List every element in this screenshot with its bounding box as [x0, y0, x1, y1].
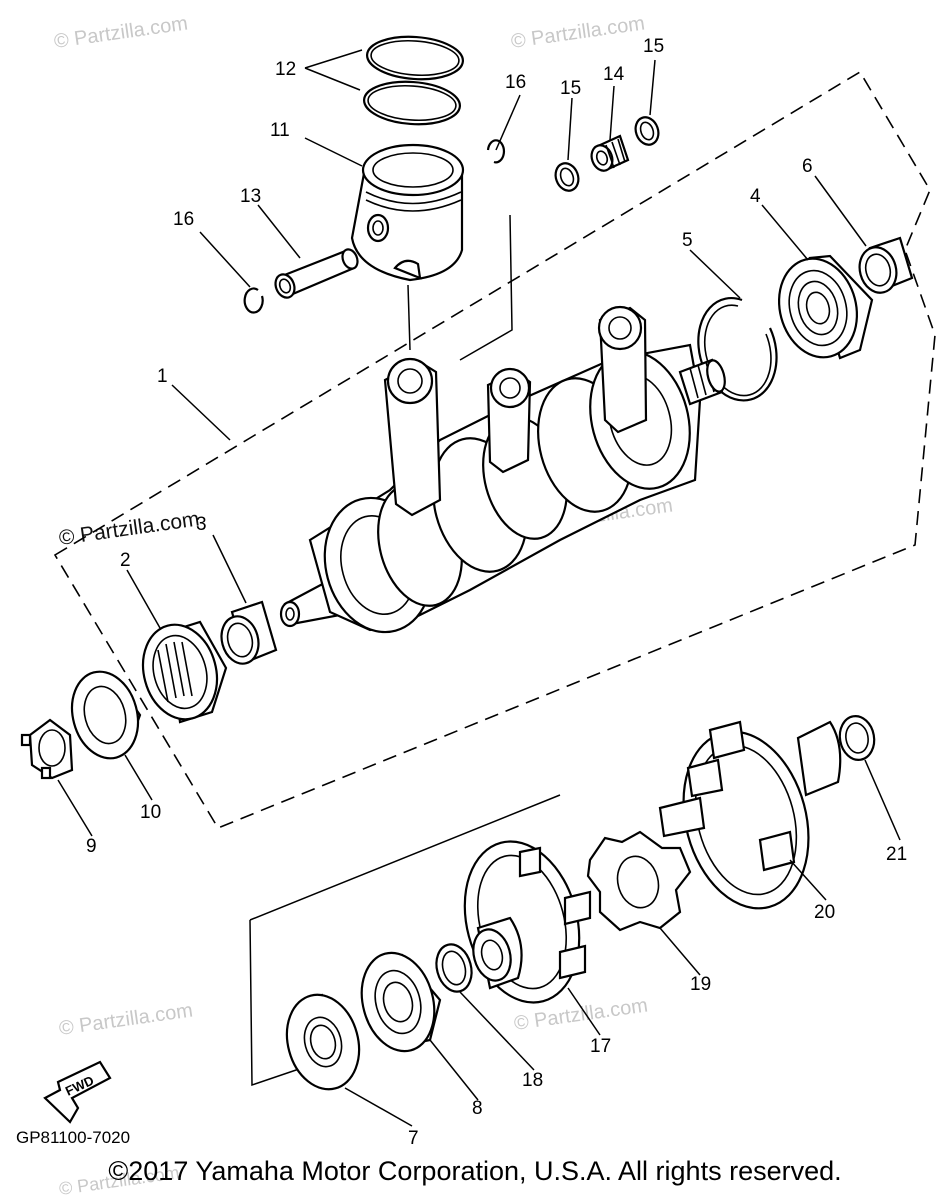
callout-18: 18	[522, 1070, 543, 1091]
watermark: © Partzilla.com	[58, 999, 195, 1040]
callout-9: 9	[86, 836, 97, 857]
callout-15: 15	[560, 78, 581, 99]
circlip-left	[243, 287, 264, 314]
lock-nut	[20, 718, 74, 780]
bearing-bush	[858, 236, 914, 294]
watermark: © Partzilla.com	[53, 12, 190, 53]
oil-seal	[70, 670, 142, 760]
circlip-right	[486, 139, 505, 164]
thrust-washer-right	[634, 116, 660, 146]
callout-21: 21	[886, 844, 907, 865]
leader-lines	[57, 49, 901, 1127]
spacer-washer	[435, 943, 473, 993]
callout-1: 1	[157, 366, 168, 387]
crankshaft-assembly-boundary	[53, 70, 936, 829]
callout-20: 20	[814, 902, 835, 923]
callout-10: 10	[140, 802, 161, 823]
crank-coupling	[463, 840, 592, 1004]
callout-15b: 15	[643, 36, 664, 57]
collar	[220, 600, 278, 665]
callout-6: 6	[802, 156, 813, 177]
watermark: © Partzilla.com	[57, 507, 200, 549]
thrust-washer-left	[554, 162, 580, 192]
lower-oil-seal	[285, 993, 361, 1091]
drive-coupling	[658, 720, 842, 910]
piston-pin	[274, 248, 359, 299]
coupling-washer	[838, 715, 876, 761]
watermark: © Partzilla.com	[510, 12, 647, 53]
callout-8: 8	[472, 1098, 483, 1119]
coupling-damper	[586, 830, 692, 932]
callout-2: 2	[120, 550, 131, 571]
callout-17: 17	[590, 1036, 611, 1057]
callouts: 1 2 3 4 5 6 7 8 9 10 11 12 13 14 15 15 1…	[86, 36, 907, 1149]
crankshaft	[279, 305, 726, 634]
callout-16b: 16	[505, 72, 526, 93]
callout-14: 14	[603, 64, 625, 85]
callout-3: 3	[196, 514, 207, 535]
main-bearing	[777, 254, 874, 360]
lower-assembly-bracket	[249, 794, 561, 1087]
callout-19: 19	[690, 974, 711, 995]
forward-arrow-icon: FWD	[43, 1060, 112, 1124]
piston-rings	[362, 35, 465, 126]
callout-5: 5	[682, 230, 693, 251]
callout-13: 13	[240, 186, 261, 207]
piston	[350, 143, 465, 282]
copyright-notice: ©2017 Yamaha Motor Corporation, U.S.A. A…	[108, 1156, 842, 1186]
callout-12: 12	[275, 59, 296, 80]
needle-bearing	[590, 134, 630, 172]
callout-4: 4	[750, 186, 761, 207]
callout-16: 16	[173, 209, 194, 230]
roller-bearing	[141, 620, 228, 724]
diagram-code: GP81100-7020	[16, 1128, 131, 1147]
callout-11: 11	[270, 120, 290, 141]
callout-7: 7	[408, 1128, 419, 1149]
pulley	[360, 951, 442, 1053]
